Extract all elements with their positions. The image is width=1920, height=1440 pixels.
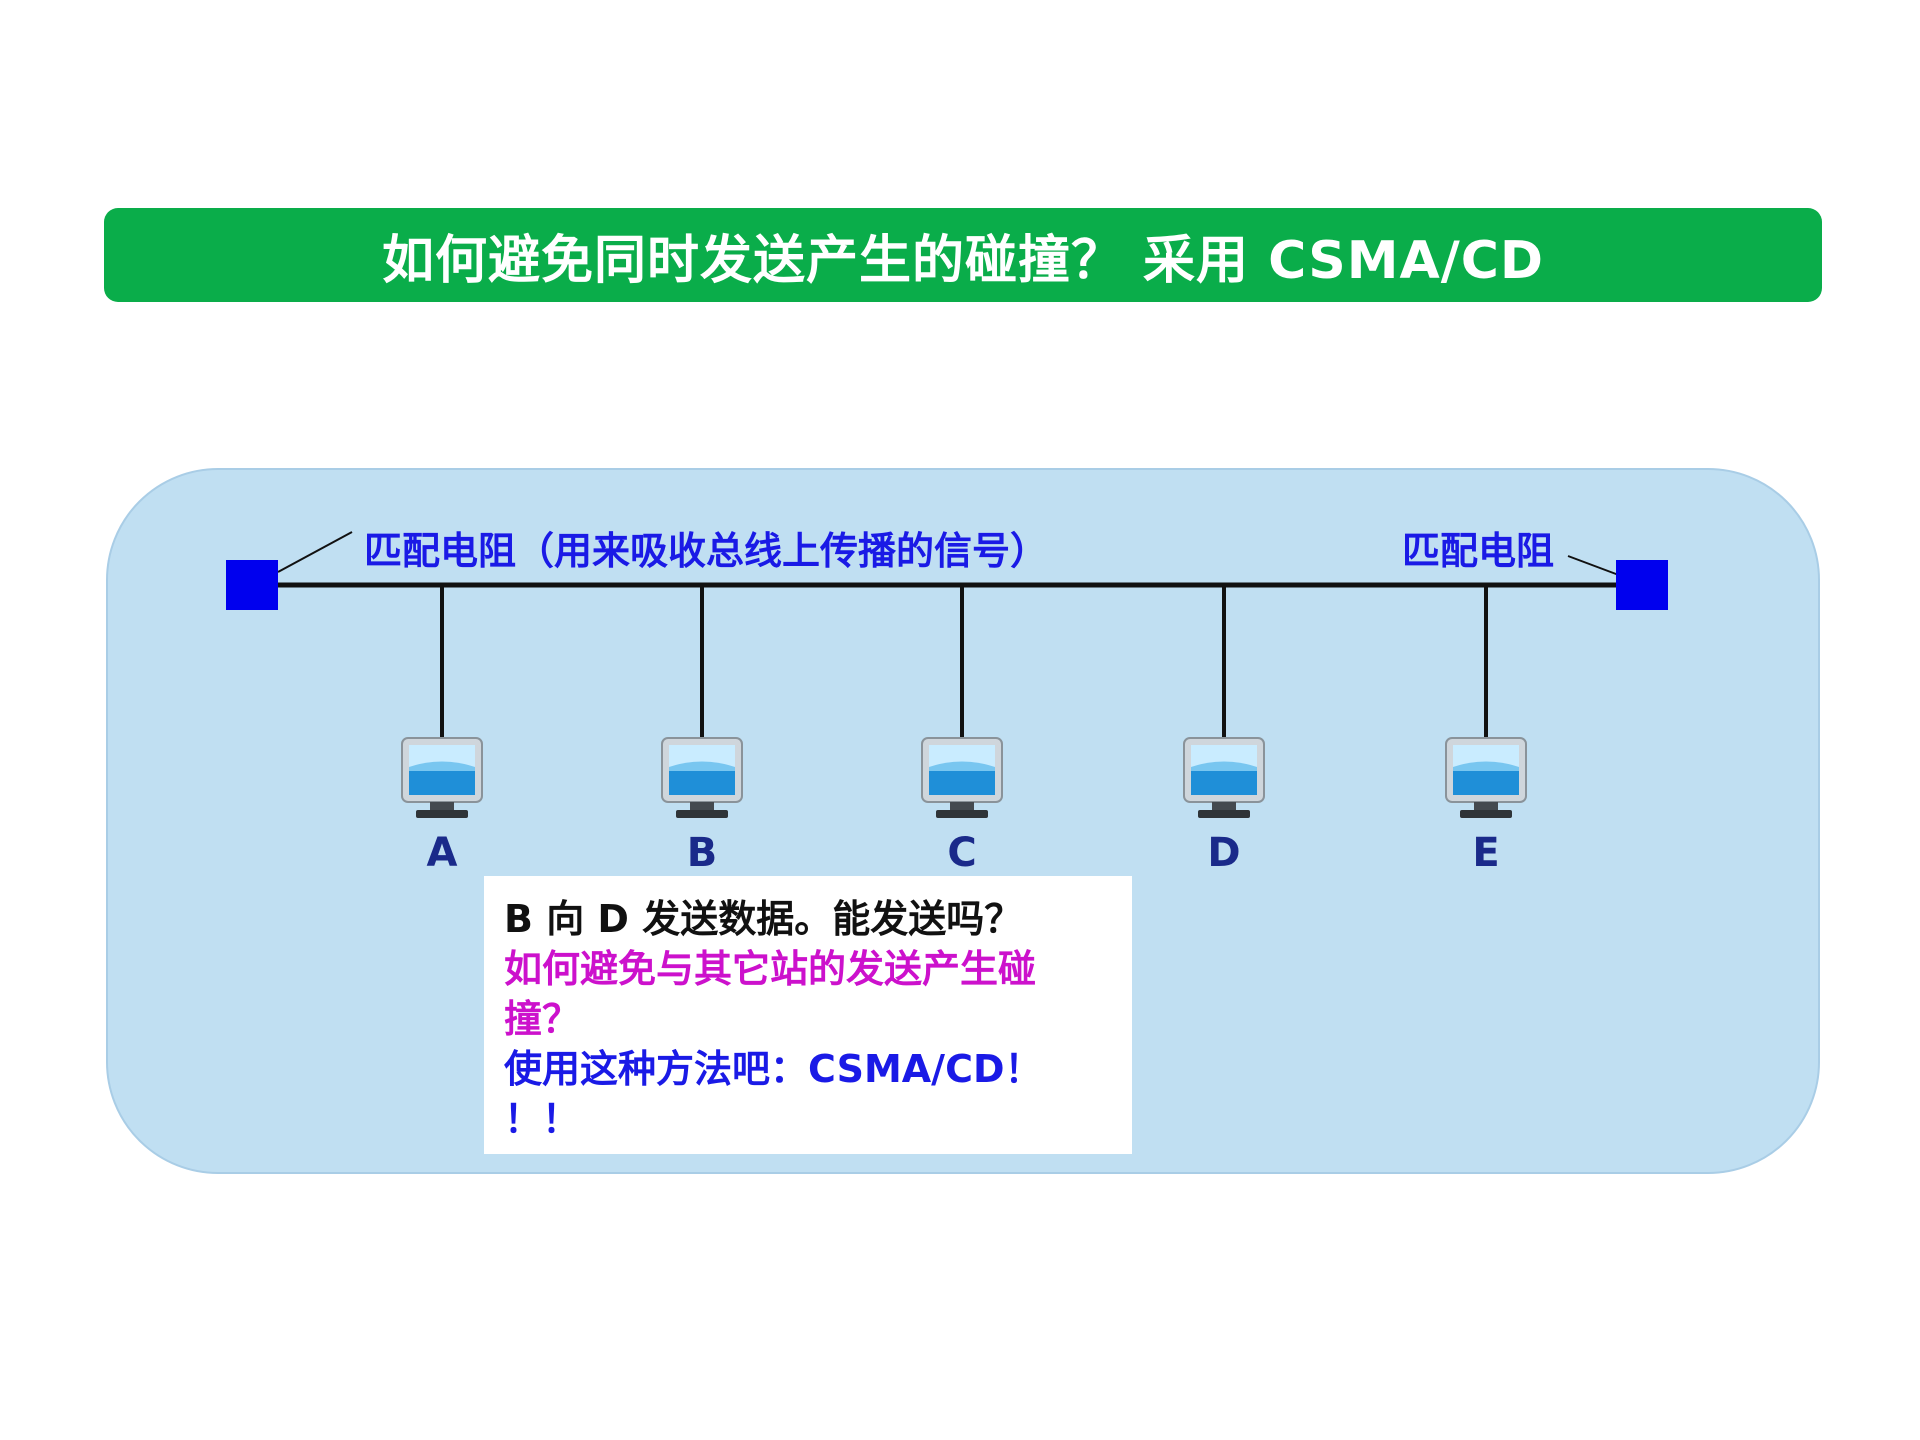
page-title: 如何避免同时发送产生的碰撞？ 采用 CSMA/CD	[381, 230, 1545, 291]
note-question: B 向 D 发送数据。能发送吗？	[504, 897, 1023, 941]
computer-monitor-icon	[661, 737, 743, 818]
note-collision-question-2: 撞？	[504, 997, 581, 1041]
station-e: E	[1436, 736, 1536, 876]
note-answer-2: ！！	[504, 1097, 581, 1141]
station-label-e: E	[1472, 830, 1500, 876]
computer-monitor-icon	[1183, 737, 1265, 818]
station-label-c: C	[947, 830, 977, 876]
computer-monitor-icon	[921, 737, 1003, 818]
station-label-d: D	[1207, 830, 1241, 876]
station-c: C	[912, 736, 1012, 876]
computer-monitor-icon	[401, 737, 483, 818]
right-terminator-label: 匹配电阻	[1402, 529, 1555, 573]
station-label-a: A	[426, 830, 458, 876]
left-terminator-label: 匹配电阻（用来吸收总线上传播的信号）	[364, 529, 1049, 573]
note-collision-question-1: 如何避免与其它站的发送产生碰	[504, 947, 1037, 991]
station-b: B	[652, 736, 752, 876]
station-d: D	[1174, 736, 1274, 876]
note-answer-1: 使用这种方法吧：CSMA/CD！	[504, 1047, 1043, 1091]
computer-monitor-icon	[1445, 737, 1527, 818]
station-a: A	[392, 736, 492, 876]
note-box: B 向 D 发送数据。能发送吗？ 如何避免与其它站的发送产生碰 撞？ 使用这种方…	[484, 876, 1132, 1154]
station-label-b: B	[686, 830, 718, 876]
title-bar: 如何避免同时发送产生的碰撞？ 采用 CSMA/CD	[104, 208, 1822, 302]
